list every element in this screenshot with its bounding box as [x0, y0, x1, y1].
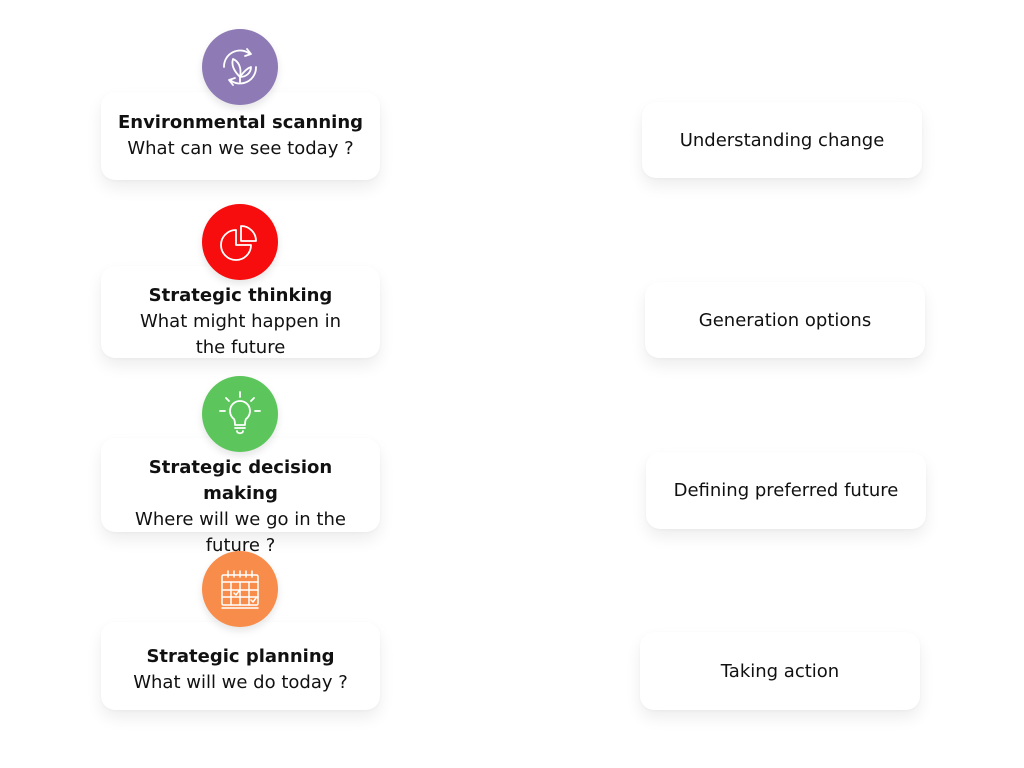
outcome-card-taking-action: Taking action: [640, 632, 920, 710]
step-card-strategic-thinking: Strategic thinking What might happen in …: [101, 266, 380, 358]
step-card-environmental-scanning: Environmental scanning What can we see t…: [101, 92, 380, 180]
outcome-card-generation-options: Generation options: [645, 282, 925, 358]
outcome-label: Understanding change: [679, 129, 885, 151]
outcome-label: Generation options: [698, 309, 872, 331]
outcome-label: Defining preferred future: [673, 480, 899, 501]
step-title: Strategic planning: [146, 646, 335, 667]
leaf-cycle-icon: [202, 29, 278, 105]
outcome-card-defining-preferred-future: Defining preferred future: [646, 452, 926, 529]
step-question: What might happen in the future: [139, 311, 342, 358]
calendar-icon: [202, 551, 278, 627]
step-title: Strategic thinking: [148, 285, 333, 306]
step-question: Where will we go in the future ?: [135, 509, 346, 556]
step-question: What can we see today ?: [127, 138, 354, 159]
step-card-strategic-decision-making: Strategic decision making Where will we …: [101, 438, 380, 556]
step-title: Environmental scanning: [117, 112, 364, 133]
outcome-label: Taking action: [720, 660, 840, 682]
pie-chart-icon: [202, 204, 278, 280]
outcome-card-understanding-change: Understanding change: [642, 102, 922, 178]
step-card-strategic-planning: Strategic planning What will we do today…: [101, 622, 380, 710]
step-question: What will we do today ?: [133, 672, 348, 693]
step-title: Strategic decision making: [148, 457, 333, 504]
lightbulb-icon: [202, 376, 278, 452]
